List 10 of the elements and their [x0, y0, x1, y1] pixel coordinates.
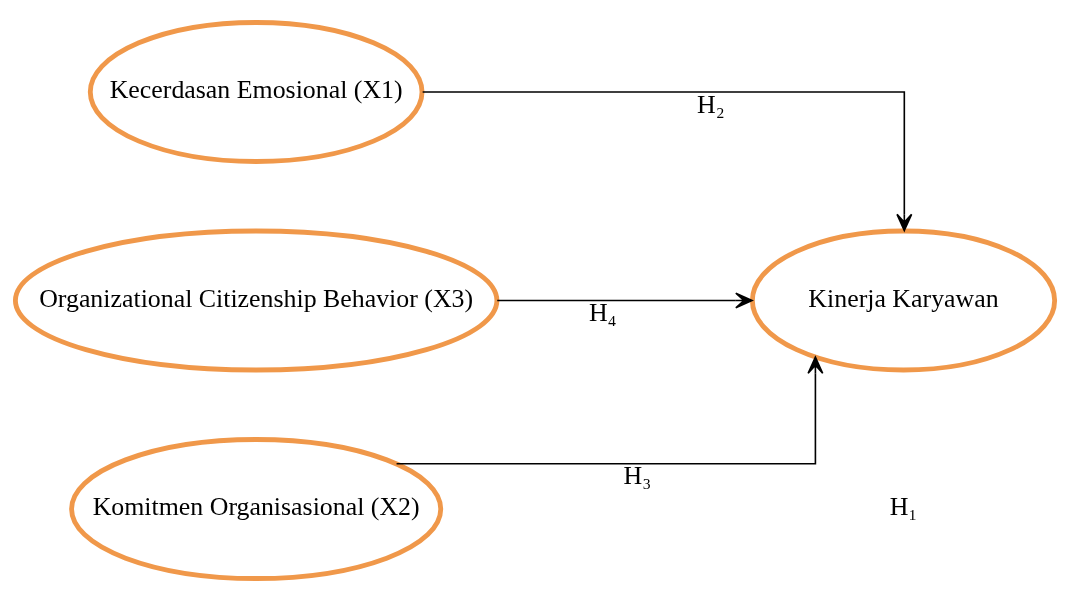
node-ellipse: Organizational Citizenship Behavior (X3) — [12, 228, 500, 373]
node-ellipse: Kecerdasan Emosional (X1) — [87, 20, 425, 164]
arrow — [496, 292, 753, 309]
arrow — [395, 356, 824, 465]
node-ellipse: Komitmen Organisasional (X2) — [69, 437, 444, 581]
edge-label: H₂ — [697, 89, 725, 119]
edge-label: H₃ — [623, 461, 652, 491]
edge-label: H₄ — [588, 298, 617, 328]
arrow — [421, 91, 913, 232]
label: H₁ — [889, 492, 918, 522]
